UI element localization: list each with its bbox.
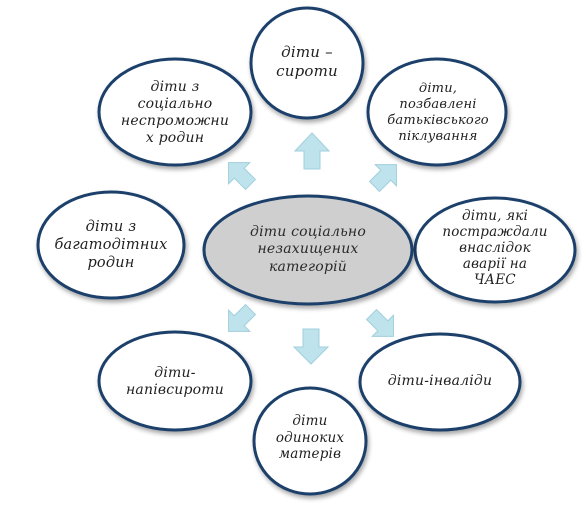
node-disabled [358, 332, 522, 432]
node-single-mothers [252, 386, 368, 496]
arrow-down-right-icon [365, 308, 394, 337]
label-no-parental-care: діти, позбавлені батьківського піклуванн… [387, 80, 489, 145]
node-no-parental-care [366, 57, 508, 167]
label-low-income: діти з соціально неспроможни х родин [120, 79, 230, 146]
label-large-families: діти з багатодітних родин [54, 218, 168, 272]
center-node [202, 194, 414, 306]
node-low-income [97, 57, 253, 167]
label-disabled: діти-інваліди [387, 373, 493, 390]
arrow-down-left-icon [228, 303, 257, 332]
node-half-orphans [97, 330, 253, 432]
arrow-up-icon [293, 132, 331, 170]
node-shapes [36, 6, 577, 496]
node-large-families [36, 190, 186, 300]
arrow-up-right-icon [368, 164, 397, 193]
arrow-up-left-icon [228, 162, 257, 191]
node-orphans [249, 6, 365, 120]
node-chernobyl [413, 196, 577, 304]
label-single-mothers: діти одиноких матерів [275, 412, 345, 463]
arrows [228, 132, 397, 365]
arrow-down-icon [292, 328, 330, 365]
label-half-orphans: діти- напівсироти [126, 364, 224, 399]
center-label: діти соціально незахищених категорій [250, 223, 366, 275]
label-orphans: діти – сироти [276, 43, 338, 80]
label-chernobyl: діти, які постраждали внаслідок аварії н… [442, 208, 548, 288]
